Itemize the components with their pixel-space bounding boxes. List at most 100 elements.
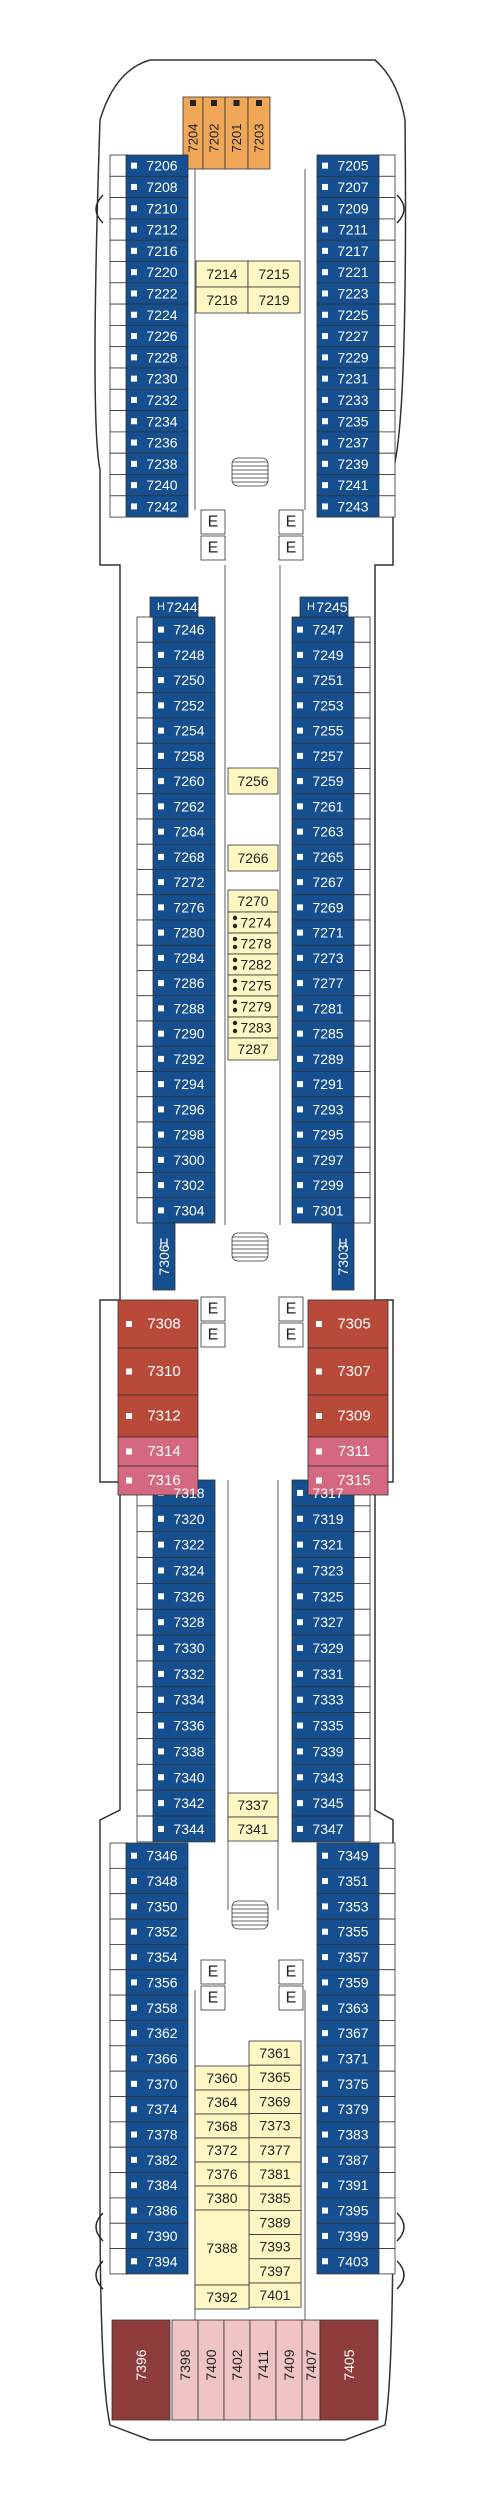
balcony-deck	[136, 1660, 154, 1688]
cabin-label: 7360	[206, 2070, 237, 2086]
balcony-deck	[109, 261, 127, 284]
bed-marker	[297, 1696, 303, 1703]
bed-marker	[316, 1321, 322, 1327]
balcony-deck	[136, 1096, 154, 1123]
bed-marker	[322, 2232, 328, 2239]
bed-marker	[131, 2106, 137, 2113]
cabin-label: 7234	[146, 413, 177, 429]
cabin-label: 7381	[259, 2166, 290, 2182]
cabin-label: 7219	[258, 292, 289, 308]
cabin-label: 7378	[146, 2127, 177, 2143]
balcony-deck	[109, 410, 127, 433]
bed-marker	[322, 290, 328, 297]
cabin-label: 7398	[177, 2349, 193, 2380]
stairwell	[231, 457, 269, 487]
bed-marker	[131, 311, 137, 318]
bed-marker	[158, 651, 164, 658]
bed-marker	[322, 503, 328, 510]
bed-marker	[297, 1541, 303, 1548]
bed-marker	[322, 2182, 328, 2189]
bed-marker	[158, 1567, 164, 1574]
bed-marker	[131, 333, 137, 340]
balcony-deck	[353, 1146, 371, 1173]
balcony-deck	[378, 367, 396, 390]
cabin-label: 7338	[173, 1743, 204, 1759]
bed-marker	[322, 226, 328, 233]
bed-marker	[158, 1645, 164, 1652]
bed-marker	[297, 677, 303, 684]
cabin-label: 7307	[337, 1363, 370, 1380]
cabin-label: 7390	[146, 2228, 177, 2244]
bed-marker	[131, 439, 137, 446]
balcony-deck	[136, 1197, 154, 1224]
bed-marker	[131, 2030, 137, 2037]
balcony-deck	[378, 1867, 396, 1895]
cabin-label: 7256	[237, 773, 268, 789]
bed-marker	[158, 1131, 164, 1138]
cabin-label: 7264	[173, 824, 204, 840]
bed-marker	[297, 752, 303, 759]
cabin-label: 7401	[259, 2287, 290, 2303]
balcony-deck	[378, 2020, 396, 2047]
balcony-deck	[136, 1608, 154, 1636]
cabin-label: 7207	[337, 179, 368, 195]
cabin-label: 7369	[259, 2093, 290, 2109]
door-arrow	[396, 2260, 405, 2290]
cabin-inside	[194, 2209, 250, 2286]
balcony-deck	[378, 2172, 396, 2199]
elevator	[278, 1296, 304, 1322]
balcony-deck	[353, 1531, 371, 1558]
bed-marker	[158, 904, 164, 911]
balcony-deck	[353, 1583, 371, 1610]
cabin-label: 7347	[312, 1821, 343, 1837]
balcony-deck	[136, 843, 154, 870]
bed-marker	[297, 1567, 303, 1574]
cabin-label: 7400	[203, 2349, 219, 2380]
door-arrow	[95, 2260, 104, 2290]
elevator-label: E	[208, 514, 219, 531]
cabin-accessible	[331, 1222, 355, 1291]
bed-marker	[297, 1081, 303, 1088]
cabin-label: 7223	[337, 285, 368, 301]
balcony-deck	[109, 431, 127, 454]
bed-marker	[131, 2207, 137, 2214]
accessible-marker: H	[159, 1236, 168, 1251]
balcony-deck	[378, 474, 396, 497]
balcony-deck	[136, 1789, 154, 1817]
accessible-marker: H	[157, 601, 165, 613]
cabin-label: 7216	[146, 243, 177, 259]
balcony-deck	[378, 1969, 396, 1996]
bed-marker	[322, 482, 328, 489]
bed-marker	[297, 651, 303, 658]
bed-marker	[322, 354, 328, 361]
cabin-label: 7239	[337, 456, 368, 472]
cabin-label: 7331	[312, 1666, 343, 1682]
bed-marker	[131, 460, 137, 467]
cabin-inside	[194, 2089, 250, 2115]
cabin-label: 7320	[173, 1511, 204, 1527]
cabin-label: 7218	[206, 292, 237, 308]
cabin-label: 7263	[312, 824, 343, 840]
cabin-label: 7273	[312, 950, 343, 966]
cabin-label: 7278	[240, 936, 271, 952]
cabin-label: 7371	[337, 2050, 368, 2066]
balcony-deck	[109, 1893, 127, 1920]
cabin-label: 7376	[206, 2166, 237, 2182]
bed-marker	[297, 1800, 303, 1807]
balcony-deck	[353, 616, 371, 643]
cabin-label: 7375	[337, 2076, 368, 2092]
balcony-deck	[136, 1686, 154, 1714]
cabin-label: 7373	[259, 2118, 290, 2134]
cabin-label: 7270	[237, 893, 268, 909]
cabin-label: 7305	[337, 1316, 370, 1333]
balcony-deck	[109, 2070, 127, 2097]
cabin-label: 7246	[173, 622, 204, 638]
bed-marker	[322, 2080, 328, 2087]
bed-marker	[297, 1722, 303, 1729]
balcony-deck	[136, 1763, 154, 1791]
bed-marker	[322, 162, 328, 169]
cabin-label: 7328	[173, 1614, 204, 1630]
balcony-deck	[136, 1634, 154, 1662]
cabin-label: 7391	[337, 2177, 368, 2193]
bed-marker	[297, 1055, 303, 1062]
